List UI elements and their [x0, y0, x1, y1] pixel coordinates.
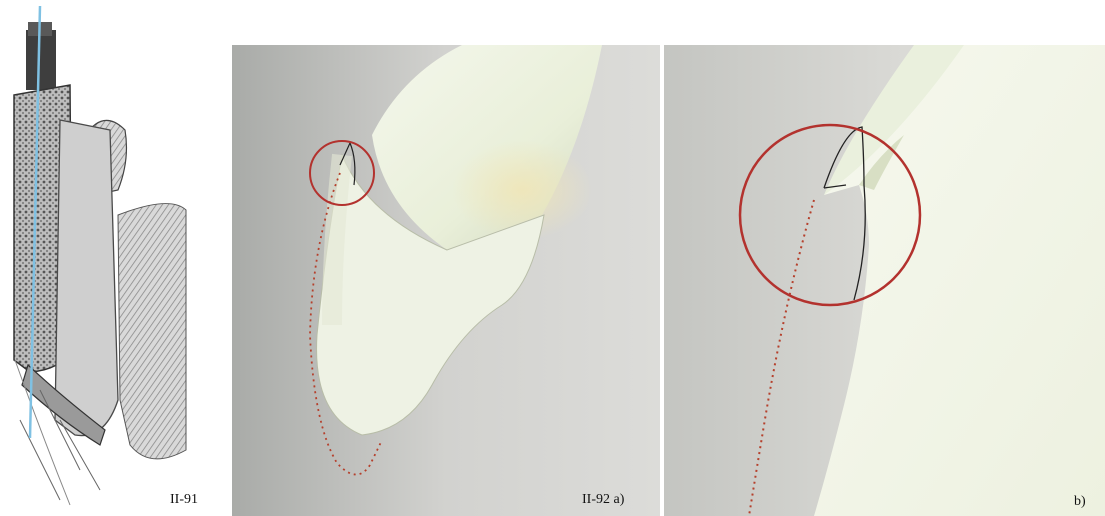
probe-sketch-illustration: [0, 0, 218, 516]
figure-caption-ii-92b: b): [1074, 494, 1086, 510]
figure-ii-92a-photo: II-92 a): [232, 45, 660, 516]
figure-ii-92b-photo: b): [664, 45, 1105, 516]
crown-illustration-a: [232, 45, 660, 516]
figure-caption-ii-91: II-91: [170, 492, 198, 508]
figure-caption-ii-92a: II-92 a): [582, 492, 624, 508]
figure-ii-91-drawing: II-91: [0, 0, 218, 516]
crown-illustration-b: [664, 45, 1105, 516]
